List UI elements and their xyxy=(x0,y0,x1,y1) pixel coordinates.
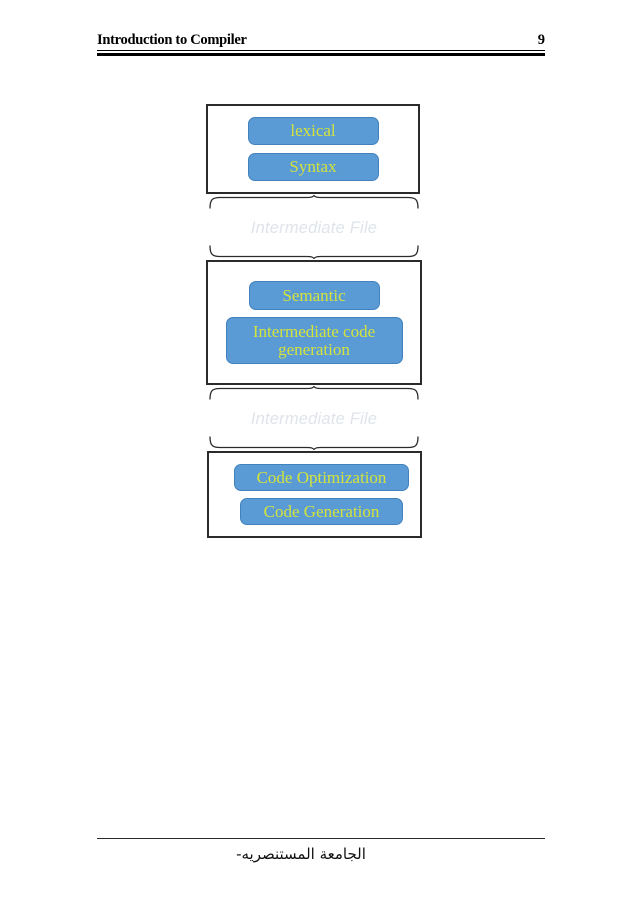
brace-down-icon xyxy=(209,436,419,451)
header-rule-thin xyxy=(97,49,545,51)
phase-pill-semantic: Semantic xyxy=(248,281,380,310)
phase-pill-lexical: lexical xyxy=(247,117,379,145)
phase-box-middle-end: Semantic Intermediate code generation xyxy=(206,260,422,385)
page-header: Introduction to Compiler 9 xyxy=(97,33,545,56)
header-row: Introduction to Compiler 9 xyxy=(97,33,545,50)
brace-up-icon xyxy=(209,385,419,400)
page-title: Introduction to Compiler xyxy=(97,32,247,48)
page-footer: الجامعة المستنصريه- xyxy=(97,838,545,863)
connector-intermediate-file-1: Intermediate File xyxy=(206,194,422,260)
phase-box-front-end: lexical Syntax xyxy=(206,104,420,194)
brace-up-icon xyxy=(209,194,419,209)
footer-text: الجامعة المستنصريه- xyxy=(236,845,366,863)
header-rule-thick xyxy=(97,52,545,56)
page-number: 9 xyxy=(537,32,545,48)
connector-label: Intermediate File xyxy=(250,409,378,428)
phase-pill-intermediate-code-generation: Intermediate code generation xyxy=(225,317,403,364)
phase-pill-syntax: Syntax xyxy=(247,153,379,181)
brace-down-icon xyxy=(209,245,419,260)
phase-pill-code-generation: Code Generation xyxy=(240,498,403,525)
footer-rule xyxy=(97,838,545,839)
connector-intermediate-file-2: Intermediate File xyxy=(206,385,422,451)
phase-pill-code-optimization: Code Optimization xyxy=(234,464,409,491)
phase-box-back-end: Code Optimization Code Generation xyxy=(207,451,422,538)
connector-label: Intermediate File xyxy=(250,218,378,237)
compiler-phases-diagram: lexical Syntax Intermediate File Semanti… xyxy=(206,104,422,538)
